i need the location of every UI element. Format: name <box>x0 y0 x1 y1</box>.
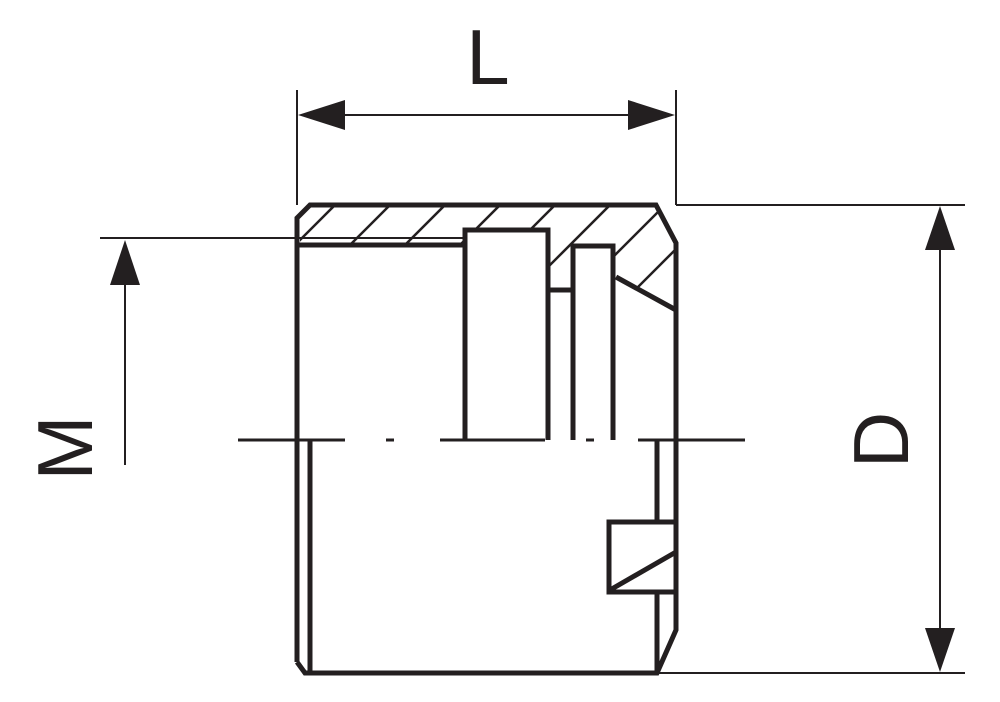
hatching <box>300 207 674 301</box>
dimension-label-length: L <box>466 13 509 101</box>
arrow-down-icon <box>925 628 955 672</box>
dimension-label-thread: M <box>21 416 109 481</box>
arrow-left-icon <box>298 100 345 130</box>
arrow-up-icon <box>110 240 140 285</box>
dimension-lines <box>100 90 965 674</box>
arrow-up-icon <box>925 206 955 250</box>
arrow-right-icon <box>628 100 675 130</box>
part-outline <box>294 202 679 676</box>
dimension-label-diameter: D <box>837 412 925 468</box>
